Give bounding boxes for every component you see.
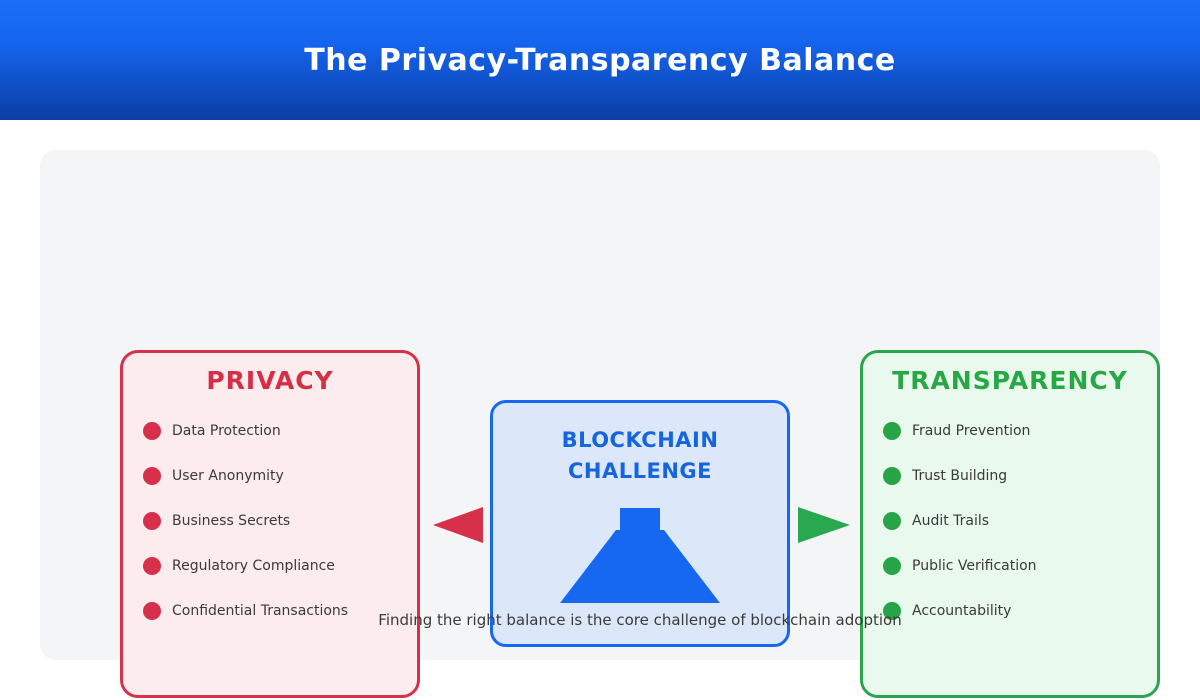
list-item-label: Accountability <box>912 602 1012 619</box>
privacy-list: Data Protection User Anonymity Business … <box>123 408 417 633</box>
privacy-box: PRIVACY Data Protection User Anonymity B… <box>120 350 420 698</box>
transparency-box: TRANSPARENCY Fraud Prevention Trust Buil… <box>860 350 1160 698</box>
list-item: Trust Building <box>863 453 1157 498</box>
bullet-dot-icon <box>883 421 901 440</box>
list-item-label: Audit Trails <box>912 512 990 529</box>
list-item-label: Data Protection <box>172 422 281 439</box>
blockchain-challenge-box: BLOCKCHAIN CHALLENGE <box>490 400 790 647</box>
list-item-label: Trust Building <box>912 467 1008 484</box>
list-item: Business Secrets <box>123 498 417 543</box>
transparency-list: Fraud Prevention Trust Building Audit Tr… <box>863 408 1157 633</box>
right-arrow-icon <box>798 507 850 543</box>
footer-caption: Finding the right balance is the core ch… <box>378 611 902 629</box>
bullet-dot-icon <box>883 511 901 530</box>
bullet-dot-icon <box>883 466 901 485</box>
balance-scale-icon <box>560 508 720 607</box>
list-item-label: Public Verification <box>912 557 1037 574</box>
transparency-title: TRANSPARENCY <box>892 366 1128 395</box>
bullet-dot-icon <box>143 421 161 440</box>
left-arrow-icon <box>433 507 483 543</box>
list-item-label: User Anonymity <box>172 467 284 484</box>
list-item-label: Regulatory Compliance <box>172 557 335 574</box>
list-item: Fraud Prevention <box>863 408 1157 453</box>
page-title: The Privacy-Transparency Balance <box>304 42 896 78</box>
list-item: Regulatory Compliance <box>123 543 417 588</box>
privacy-title: PRIVACY <box>206 366 334 395</box>
bullet-dot-icon <box>143 466 161 485</box>
list-item: User Anonymity <box>123 453 417 498</box>
list-item: Data Protection <box>123 408 417 453</box>
bullet-dot-icon <box>883 556 901 575</box>
challenge-title-line2: CHALLENGE <box>567 459 712 483</box>
list-item-label: Fraud Prevention <box>912 422 1031 439</box>
list-item: Confidential Transactions <box>123 588 417 633</box>
page-header: The Privacy-Transparency Balance <box>0 0 1200 120</box>
content-panel: PRIVACY Data Protection User Anonymity B… <box>40 150 1160 698</box>
list-item: Public Verification <box>863 543 1157 588</box>
challenge-title: BLOCKCHAIN CHALLENGE <box>493 403 787 487</box>
bullet-dot-icon <box>143 556 161 575</box>
list-item-label: Business Secrets <box>172 512 291 529</box>
bullet-dot-icon <box>883 601 901 620</box>
list-item: Audit Trails <box>863 498 1157 543</box>
bullet-dot-icon <box>143 511 161 530</box>
challenge-title-line1: BLOCKCHAIN <box>561 428 719 452</box>
list-item: Accountability <box>863 588 1157 633</box>
bullet-dot-icon <box>143 601 161 620</box>
list-item-label: Confidential Transactions <box>172 602 349 619</box>
